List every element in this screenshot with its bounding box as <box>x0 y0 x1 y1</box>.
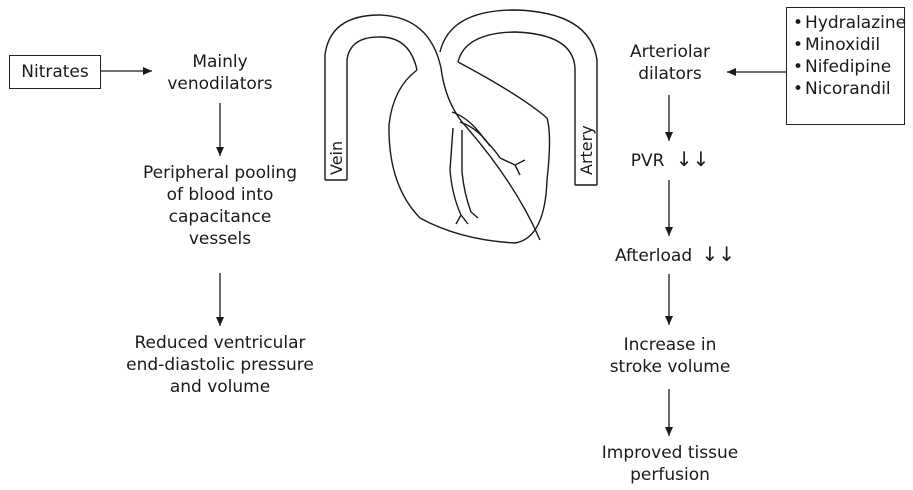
pooling-line: vessels <box>110 228 330 250</box>
perfusion-line: Improved tissue <box>580 442 760 464</box>
stroke-line: Increase in <box>580 334 760 356</box>
arteriolar-line: Arteriolar <box>600 41 740 63</box>
reduced-line: end-diastolic pressure <box>100 354 340 376</box>
drug-list: Hydralazine Minoxidil Nifedipine Nicoran… <box>787 8 904 104</box>
drug-list-box: Hydralazine Minoxidil Nifedipine Nicoran… <box>786 7 905 125</box>
afterload-label: Afterload <box>615 246 692 266</box>
drug-item: Nicorandil <box>793 78 898 100</box>
venodilators-label: venodilators <box>150 73 290 95</box>
pooling-line: of blood into <box>110 184 330 206</box>
artery-label: Artery <box>577 125 596 175</box>
pvr-label: PVR <box>631 151 665 171</box>
mainly-label: Mainly <box>150 51 290 73</box>
drug-item: Nifedipine <box>793 56 898 78</box>
pvr-decrease-arrows: ↓↓ <box>676 147 710 171</box>
pooling-text: Peripheral pooling of blood into capacit… <box>110 162 330 250</box>
drug-item: Minoxidil <box>793 34 898 56</box>
stroke-text: Increase in stroke volume <box>580 334 760 378</box>
drug-item: Hydralazine <box>793 12 898 34</box>
pooling-line: capacitance <box>110 206 330 228</box>
afterload-row: Afterload ↓↓ <box>600 243 750 267</box>
pooling-line: Peripheral pooling <box>110 162 330 184</box>
afterload-decrease-arrows: ↓↓ <box>702 242 736 266</box>
nitrates-label: Nitrates <box>10 61 100 83</box>
stroke-line: stroke volume <box>580 356 760 378</box>
arteriolar-text: Arteriolar dilators <box>600 41 740 85</box>
pvr-row: PVR ↓↓ <box>610 148 730 172</box>
perfusion-text: Improved tissue perfusion <box>580 442 760 486</box>
reduced-line: Reduced ventricular <box>100 332 340 354</box>
nitrates-box: Nitrates <box>9 55 101 89</box>
reduced-text: Reduced ventricular end-diastolic pressu… <box>100 332 340 398</box>
heart-body <box>389 62 550 243</box>
coronary-left <box>450 128 461 215</box>
heart-illustration <box>325 10 597 243</box>
arteriolar-line: dilators <box>600 63 740 85</box>
perfusion-line: perfusion <box>580 464 760 486</box>
reduced-line: and volume <box>100 376 340 398</box>
